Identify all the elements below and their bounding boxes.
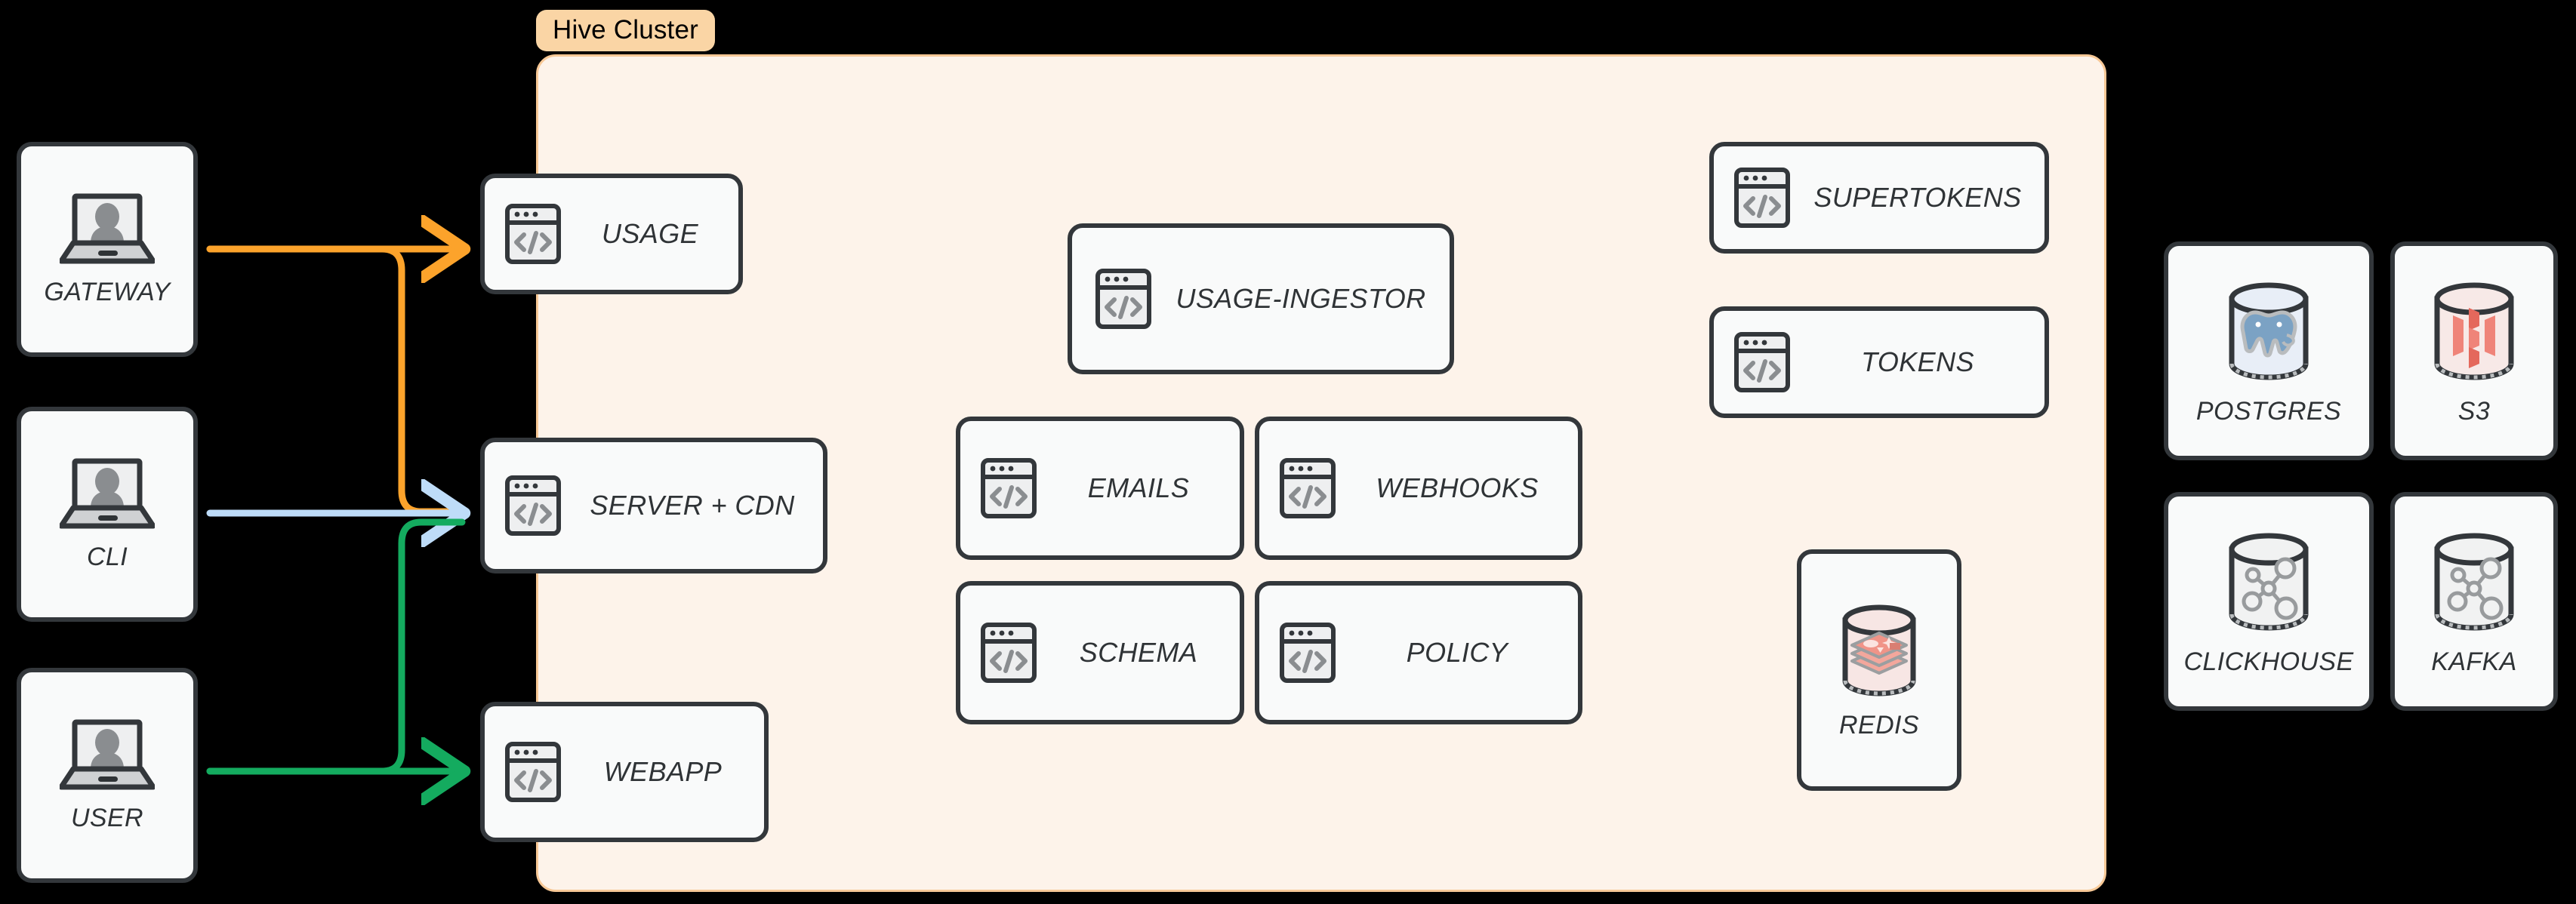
service-card-supertokens[interactable]: SUPERTOKENS xyxy=(1709,142,2049,254)
laptop-user-icon xyxy=(60,457,155,532)
code-window-icon xyxy=(1733,331,1791,393)
service-label: WEBAPP xyxy=(603,756,723,787)
service-card-schema[interactable]: SCHEMA xyxy=(956,581,1244,724)
datastore-label: REDIS xyxy=(1839,710,1919,739)
service-card-usage-ingestor[interactable]: USAGE-INGESTOR xyxy=(1068,223,1454,374)
client-label: USER xyxy=(70,804,144,832)
laptop-user-icon xyxy=(60,718,155,793)
service-label: USAGE xyxy=(601,218,699,249)
s3-database-icon xyxy=(2423,276,2525,386)
service-label: POLICY xyxy=(1406,637,1508,668)
datastore-card-clickhouse[interactable]: CLICKHOUSE xyxy=(2164,492,2374,711)
hive-cluster-badge: Hive Cluster xyxy=(536,10,716,51)
service-label: SUPERTOKENS xyxy=(1813,182,2022,213)
code-window-icon xyxy=(1279,457,1336,519)
client-label: GATEWAY xyxy=(44,278,171,306)
client-card-cli[interactable]: CLI xyxy=(17,407,198,622)
redis-database-icon xyxy=(1833,601,1925,700)
datastore-card-redis[interactable]: REDIS xyxy=(1797,549,1961,791)
service-label: SCHEMA xyxy=(1079,637,1198,668)
client-card-user[interactable]: USER xyxy=(17,668,198,883)
service-label: SERVER + CDN xyxy=(590,490,795,521)
service-card-server-cdn[interactable]: SERVER + CDN xyxy=(480,438,827,573)
postgres-database-icon xyxy=(2218,276,2319,386)
datastore-label: S3 xyxy=(2457,396,2491,426)
code-window-icon xyxy=(980,457,1037,519)
wire-gateway-to-server-cdn xyxy=(206,245,457,515)
code-window-icon xyxy=(1095,268,1152,330)
graph-database-icon xyxy=(2218,527,2319,637)
datastore-label: KAFKA xyxy=(2431,647,2517,676)
service-label: TOKENS xyxy=(1861,346,1974,377)
code-window-icon xyxy=(504,741,562,803)
wire-user-to-server-cdn xyxy=(206,518,466,775)
code-window-icon xyxy=(504,475,562,537)
code-window-icon xyxy=(1279,622,1336,684)
datastore-card-postgres[interactable]: POSTGRES xyxy=(2164,241,2374,460)
code-window-icon xyxy=(980,622,1037,684)
code-window-icon xyxy=(504,203,562,265)
service-label: WEBHOOKS xyxy=(1376,472,1539,503)
service-card-emails[interactable]: EMAILS xyxy=(956,417,1244,560)
service-card-tokens[interactable]: TOKENS xyxy=(1709,306,2049,418)
datastore-card-kafka[interactable]: KAFKA xyxy=(2390,492,2558,711)
service-card-webapp[interactable]: WEBAPP xyxy=(480,702,769,842)
client-card-gateway[interactable]: GATEWAY xyxy=(17,142,198,357)
service-card-usage[interactable]: USAGE xyxy=(480,174,743,294)
graph-database-icon xyxy=(2423,527,2525,637)
datastore-label: POSTGRES xyxy=(2195,396,2342,426)
datastore-card-s3[interactable]: S3 xyxy=(2390,241,2558,460)
service-label: USAGE-INGESTOR xyxy=(1176,283,1426,314)
service-card-policy[interactable]: POLICY xyxy=(1255,581,1582,724)
datastore-label: CLICKHOUSE xyxy=(2183,647,2354,676)
service-label: EMAILS xyxy=(1087,472,1190,503)
service-card-webhooks[interactable]: WEBHOOKS xyxy=(1255,417,1582,560)
laptop-user-icon xyxy=(60,192,155,267)
client-label: CLI xyxy=(86,543,128,571)
code-window-icon xyxy=(1733,167,1791,229)
